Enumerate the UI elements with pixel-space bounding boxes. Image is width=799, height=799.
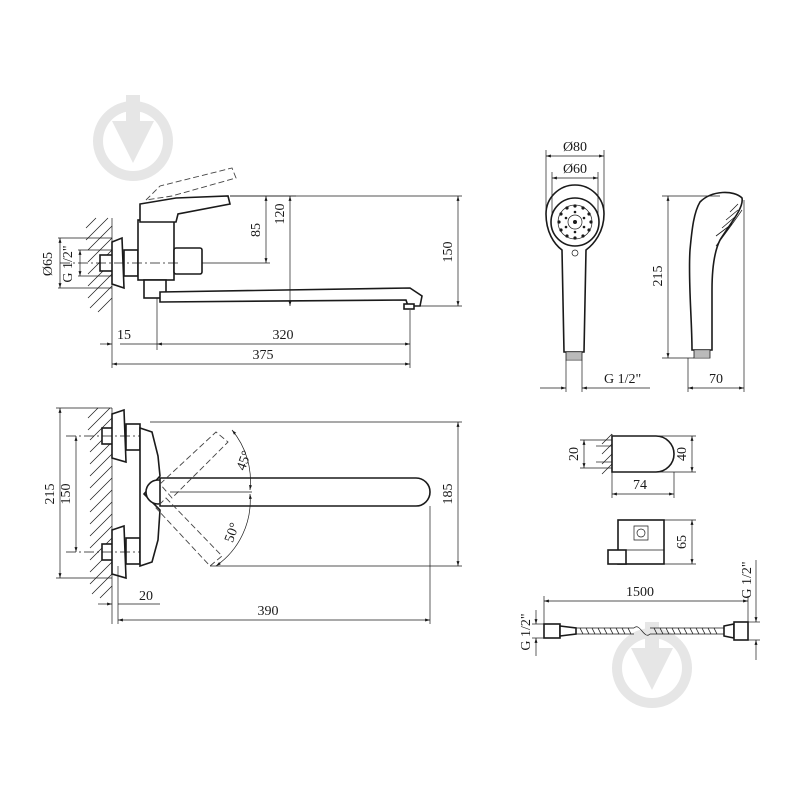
dim-g-half-shower: G 1/2" bbox=[604, 372, 641, 387]
dim-top-left: 215 150 bbox=[43, 407, 112, 579]
dim-hose-length: 1500 bbox=[626, 585, 654, 600]
shower-head-side: 215 70 bbox=[651, 191, 745, 392]
dim-w70: 70 bbox=[709, 372, 723, 387]
nozzle-pattern bbox=[557, 204, 593, 240]
dim-bracket: 65 bbox=[664, 519, 696, 565]
dim-g-half-hose-right: G 1/2" bbox=[740, 561, 755, 598]
dim-d60: Ø60 bbox=[563, 162, 587, 177]
watermark-logo-bottom bbox=[612, 622, 692, 708]
side-view: Ø65 G 1/2" 85 120 150 15 320 bbox=[41, 167, 462, 368]
dim-shower-side: 215 70 bbox=[651, 195, 745, 392]
dim-h120: 120 bbox=[273, 204, 288, 225]
dim-w375: 375 bbox=[253, 348, 274, 363]
dim-h150-top: 150 bbox=[59, 484, 74, 505]
dim-h20-holder: 20 bbox=[567, 447, 582, 461]
dim-hose: 1500 G 1/2" G 1/2" bbox=[519, 560, 760, 660]
dim-d65: Ø65 bbox=[41, 252, 56, 276]
watermark-logo-top bbox=[93, 95, 173, 181]
top-view: 215 150 185 45° 50° 20 390 bbox=[43, 407, 462, 624]
hose-coil-left bbox=[576, 627, 634, 635]
hose-coil-right bbox=[650, 627, 724, 635]
dim-h185: 185 bbox=[441, 484, 456, 505]
dim-g-half-side: G 1/2" bbox=[61, 245, 76, 282]
dim-d80: Ø80 bbox=[563, 140, 587, 155]
dim-side-vertical: 85 120 150 bbox=[202, 195, 462, 307]
dim-top-right: 185 45° 50° bbox=[150, 421, 462, 567]
dim-shower-head: Ø80 Ø60 G 1/2" bbox=[540, 140, 650, 392]
dim-holder: 20 40 74 bbox=[567, 435, 696, 498]
shower-hose: 1500 G 1/2" G 1/2" bbox=[519, 560, 760, 660]
wall-holder: 20 40 74 bbox=[567, 433, 696, 498]
dim-h40-holder: 40 bbox=[675, 447, 690, 461]
dim-h85: 85 bbox=[249, 223, 264, 237]
dim-w390: 390 bbox=[258, 604, 279, 619]
dim-side-left: Ø65 G 1/2" bbox=[41, 237, 112, 289]
dim-g-half-hose-left: G 1/2" bbox=[519, 613, 534, 650]
dim-h215-top: 215 bbox=[43, 484, 58, 505]
dim-angle-50: 50° bbox=[222, 521, 243, 545]
dim-side-horizontal: 15 320 375 bbox=[100, 298, 411, 368]
shower-bracket: 65 bbox=[607, 519, 696, 565]
dim-angle-45: 45° bbox=[234, 449, 255, 473]
dim-h65-bracket: 65 bbox=[675, 535, 690, 549]
shower-head-front: Ø80 Ø60 G 1/2" bbox=[540, 140, 650, 392]
dim-h150: 150 bbox=[441, 242, 456, 263]
dim-w74: 74 bbox=[633, 478, 647, 493]
dim-w320: 320 bbox=[273, 328, 294, 343]
dim-top-bottom: 20 390 bbox=[98, 506, 431, 624]
dim-w20: 20 bbox=[139, 589, 153, 604]
dim-h215-shower: 215 bbox=[651, 266, 666, 287]
dim-w15: 15 bbox=[117, 328, 131, 343]
